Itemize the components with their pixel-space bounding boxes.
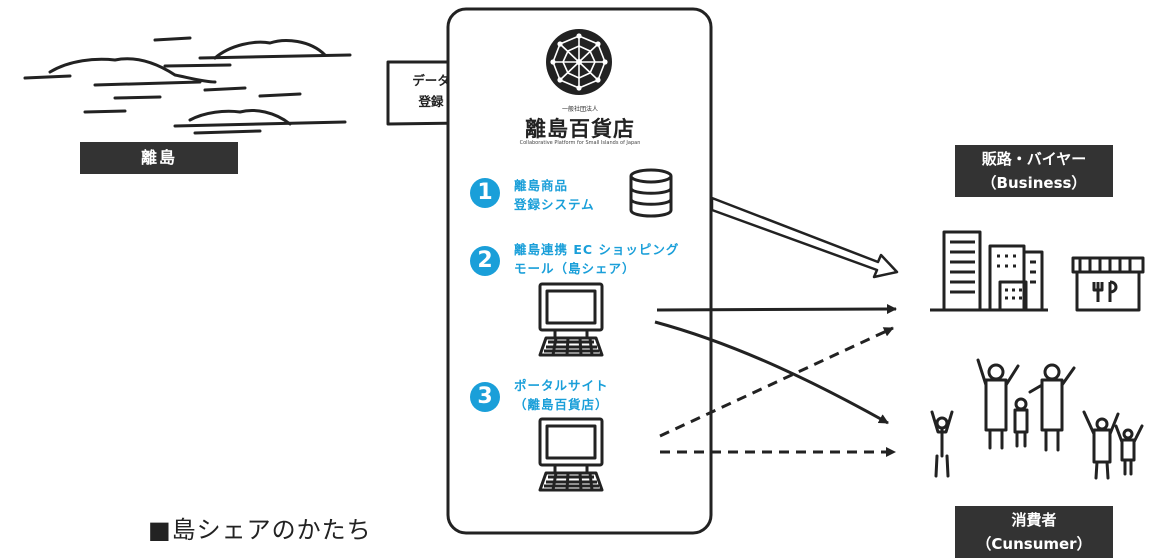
logo-small-text: 一般社団法人	[561, 106, 598, 113]
people-icon	[930, 358, 1144, 480]
business-line2: （Business）	[981, 174, 1087, 192]
data-registration-line1: データ	[412, 73, 450, 88]
step-1-number-badge: 1	[470, 178, 500, 208]
database-icon	[629, 168, 673, 218]
data-registration-line2: 登録	[418, 94, 444, 109]
logo-sub-text: Collaborative Platform for Small Islands…	[519, 140, 641, 146]
island-label: 離島	[80, 142, 238, 174]
step-1-line1: 離島商品	[514, 178, 569, 193]
step-2-number-badge: 2	[470, 246, 500, 276]
step-3-label: ポータルサイト （離島百貨店）	[514, 376, 609, 414]
step-3-line2: （離島百貨店）	[514, 397, 609, 412]
logo-main-text: 離島百貨店	[525, 117, 635, 141]
buildings-icon	[930, 230, 1048, 312]
consumer-label: 消費者 （Cunsumer）	[955, 506, 1113, 558]
step-3-line1: ポータルサイト	[514, 378, 609, 393]
page-heading: ■島シェアのかたち	[148, 516, 372, 544]
logo-emblem-icon	[546, 29, 612, 95]
hollow-arrow-to-business	[710, 196, 899, 279]
solid-arrow-to-business	[656, 304, 897, 315]
dashed-arrow-to-business	[659, 326, 894, 438]
step-2-line2: モール（島シェア）	[514, 261, 636, 276]
platform-panel	[446, 7, 713, 535]
data-registration-label: データ 登録	[386, 70, 476, 112]
restaurant-icon	[1071, 256, 1145, 312]
step-3-number-badge: 3	[470, 382, 500, 412]
step-1-label: 離島商品 登録システム	[514, 176, 595, 214]
islands-illustration	[23, 36, 352, 135]
business-line1: 販路・バイヤー	[981, 150, 1087, 168]
step-1-line2: 登録システム	[514, 197, 595, 212]
step-2-label: 離島連携 EC ショッピング モール（島シェア）	[514, 240, 679, 278]
consumer-line2: （Cunsumer）	[976, 535, 1092, 553]
computer-icon	[538, 417, 604, 492]
business-label: 販路・バイヤー （Business）	[955, 145, 1113, 197]
step-2-line1: 離島連携 EC ショッピング	[514, 242, 680, 257]
computer-icon	[538, 282, 604, 357]
solid-arrow-to-consumer	[654, 320, 889, 425]
consumer-line1: 消費者	[1011, 511, 1057, 529]
